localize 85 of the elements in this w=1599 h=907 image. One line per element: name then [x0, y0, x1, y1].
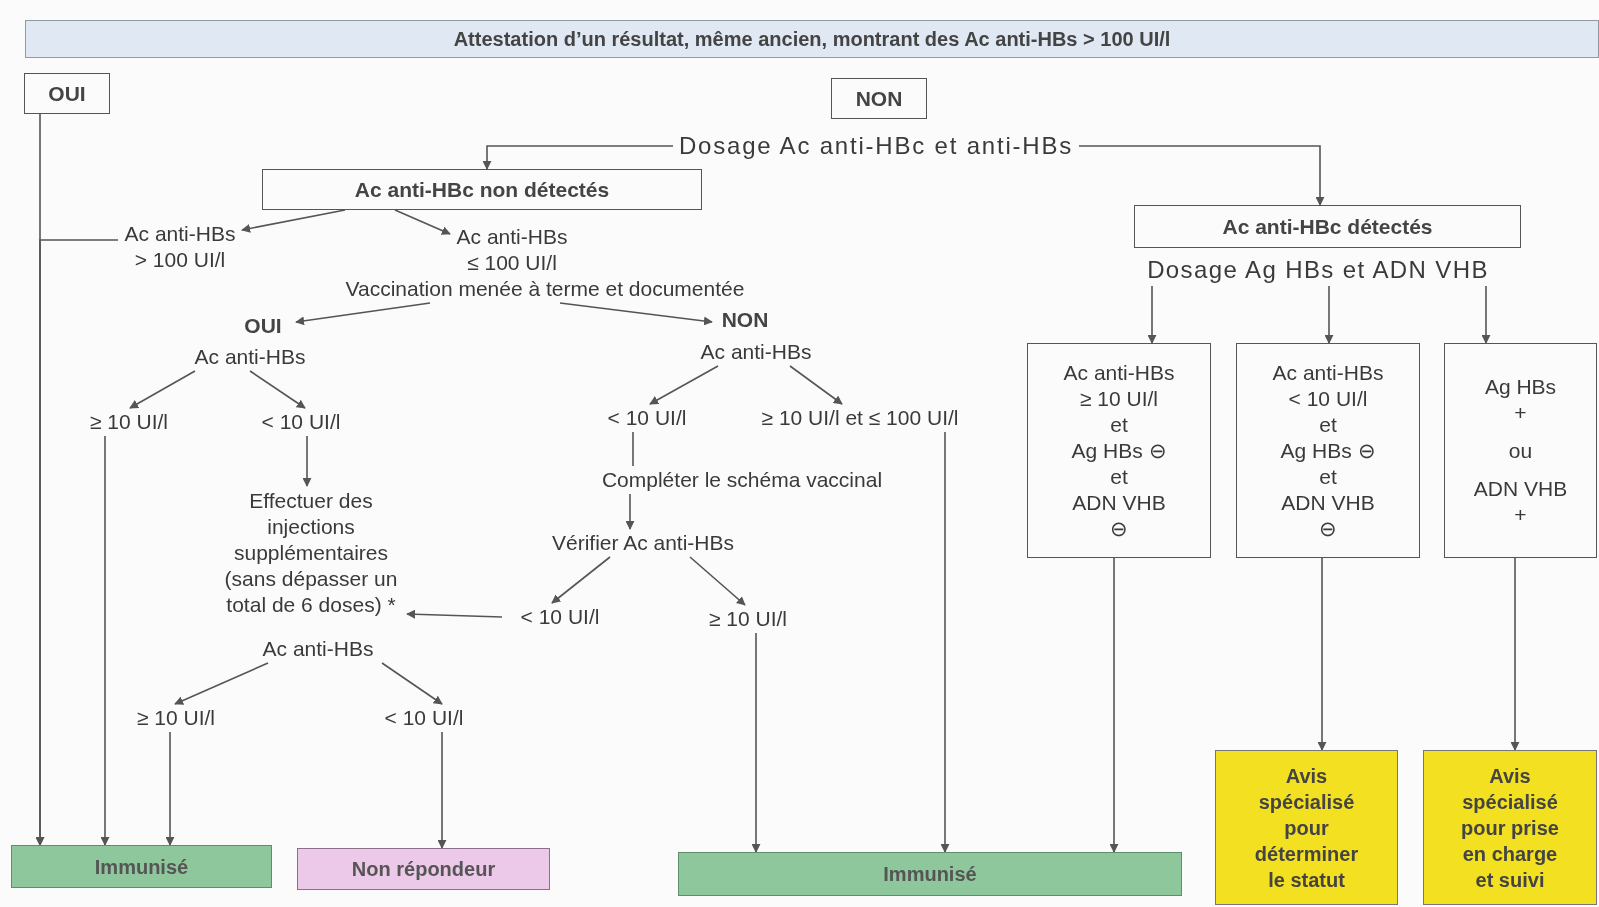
- step-text: Dosage Ag HBs et ADN VHB: [1140, 254, 1496, 286]
- outcome-box: [678, 852, 1182, 896]
- arrow: [165, 731, 175, 846]
- answer-box: [831, 78, 927, 119]
- condition-text: ≥ 10 UI/l: [72, 408, 186, 436]
- arrow: [241, 209, 346, 233]
- arrow: [649, 365, 719, 405]
- arrow: [437, 731, 447, 849]
- result-box: [262, 169, 702, 210]
- arrow: [295, 302, 431, 326]
- arrow: [1317, 557, 1327, 751]
- arrow: [129, 370, 196, 409]
- arrow: [381, 662, 443, 705]
- answer-box: [24, 73, 110, 114]
- box-text: ADN VHB ⊖: [1071, 489, 1167, 542]
- condition-text: ≥ 10 UI/l: [118, 704, 234, 732]
- question-text: Vaccination menée à terme et documentée: [270, 275, 820, 303]
- outcome-box: [1423, 750, 1597, 905]
- arrow: [35, 239, 119, 846]
- arrow: [551, 556, 611, 604]
- answer-text: NON: [712, 306, 778, 334]
- box-text: Immunisé: [94, 854, 189, 880]
- box-text: et: [1110, 411, 1128, 438]
- arrow: [1510, 557, 1520, 751]
- arrow: [482, 145, 674, 170]
- box-text: Avis spécialisé pour déterminer le statut: [1253, 763, 1360, 893]
- condition-text: < 10 UI/l: [366, 704, 482, 732]
- step-text: Ac anti-HBs: [170, 343, 330, 371]
- instruction-text: Compléter le schéma vaccinal: [548, 466, 936, 494]
- arrow: [100, 435, 110, 846]
- box-text: Attestation d’un résultat, même ancien, montrant des Ac anti-HBs > 100 UI/l: [453, 27, 1171, 52]
- condition-text: Ac anti-HBs ≤ 100 UI/l: [450, 223, 590, 277]
- box-text: Ac anti-HBc non détectés: [354, 176, 610, 203]
- condition-box: [1236, 343, 1420, 558]
- header-band: [25, 20, 1599, 58]
- box-text: Non répondeur: [351, 857, 496, 882]
- box-text: ou: [1508, 437, 1533, 464]
- arrow: [940, 431, 950, 853]
- condition-text: Ac anti-HBs > 100 UI/l: [118, 220, 242, 274]
- arrow: [559, 302, 713, 326]
- box-text: et: [1319, 411, 1337, 438]
- step-text: Dosage Ac anti-HBc et anti-HBs: [673, 130, 1079, 162]
- arrow: [1147, 285, 1157, 344]
- arrow: [1078, 145, 1325, 206]
- box-text: Ag HBs ⊖: [1071, 437, 1167, 464]
- arrow: [302, 435, 312, 487]
- step-text: Ac anti-HBs: [238, 635, 398, 663]
- box-text: OUI: [48, 80, 86, 107]
- instruction-text: Vérifier Ac anti-HBs: [512, 529, 774, 557]
- step-text: Ac anti-HBs: [676, 338, 836, 366]
- arrow: [1481, 285, 1491, 344]
- arrow: [174, 662, 269, 705]
- connector-line: [632, 431, 634, 467]
- box-text: et: [1110, 463, 1128, 490]
- arrow: [1324, 285, 1334, 344]
- condition-box: [1027, 343, 1211, 558]
- condition-text: < 10 UI/l: [244, 408, 358, 436]
- arrow: [394, 209, 451, 235]
- box-text: ADN VHB ⊖: [1280, 489, 1376, 542]
- arrow: [751, 632, 761, 853]
- box-text: Ac anti-HBc détectés: [1222, 213, 1433, 240]
- arrow: [789, 365, 843, 405]
- answer-text: OUI: [230, 312, 296, 340]
- outcome-box: [297, 848, 550, 890]
- condition-text: ≥ 10 UI/l et ≤ 100 UI/l: [726, 404, 994, 432]
- outcome-box: [11, 845, 272, 888]
- result-box: [1134, 205, 1521, 248]
- instruction-text: Effectuer des injections supplémentaires (sans dépasser un total de 6 doses) *: [215, 486, 407, 620]
- box-text: Ag HBs ⊖: [1280, 437, 1376, 464]
- condition-text: < 10 UI/l: [502, 603, 618, 631]
- arrow: [689, 556, 746, 606]
- arrow: [625, 493, 635, 530]
- box-text: Immunisé: [883, 862, 977, 887]
- arrow: [406, 609, 503, 619]
- condition-text: ≥ 10 UI/l: [690, 605, 806, 633]
- arrow: [249, 370, 306, 409]
- box-text: Ag HBs +: [1483, 373, 1558, 426]
- box-text: NON: [855, 85, 903, 112]
- arrow: [1109, 557, 1119, 853]
- condition-box: [1444, 343, 1597, 558]
- box-text: ADN VHB +: [1472, 475, 1569, 528]
- outcome-box: [1215, 750, 1398, 905]
- box-text: Avis spécialisé pour prise en charge et suivi: [1460, 763, 1560, 893]
- box-text: et: [1319, 463, 1337, 490]
- condition-text: < 10 UI/l: [590, 404, 704, 432]
